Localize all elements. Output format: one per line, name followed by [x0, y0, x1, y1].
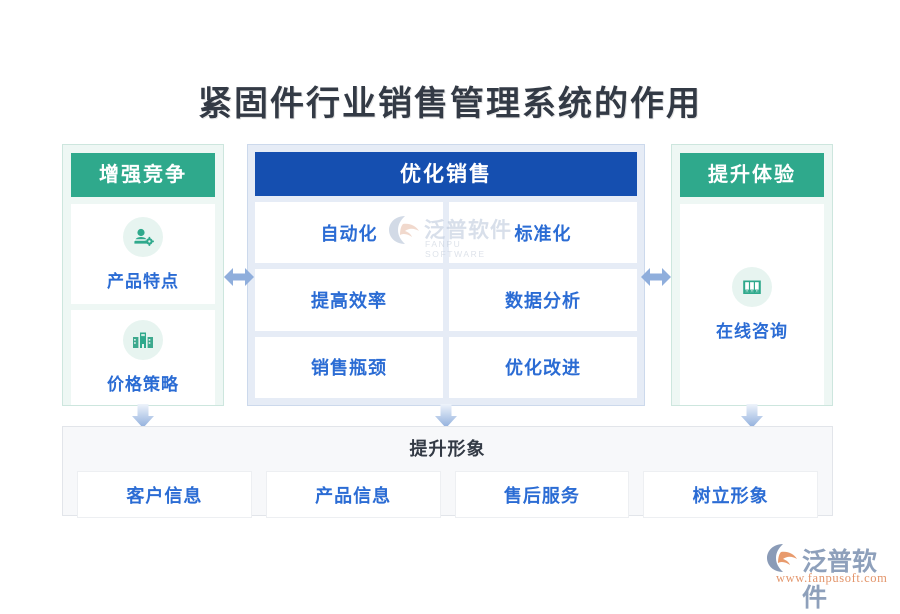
center-cell-sales-bottleneck[interactable]: 销售瓶颈 [255, 336, 443, 398]
fanpu-logo-icon [767, 544, 797, 572]
down-arrow-left [132, 404, 154, 428]
bottom-cell-build-image[interactable]: 树立形象 [643, 471, 818, 518]
bottom-grid: 客户信息 产品信息 售后服务 树立形象 [77, 471, 818, 518]
binders-icon [732, 267, 772, 307]
bottom-cell-customer-info[interactable]: 客户信息 [77, 471, 252, 518]
user-gear-icon [123, 216, 163, 257]
left-cell-label: 产品特点 [107, 271, 179, 291]
brand-logo: 泛普软件 www.fanpusoft.com [762, 542, 892, 612]
center-cell-standardization[interactable]: 标准化 [449, 202, 637, 264]
right-cell-online-consult[interactable]: 在线咨询 [680, 204, 824, 405]
bottom-cell-product-info[interactable]: 产品信息 [265, 471, 441, 518]
center-cell-automation[interactable]: 自动化 [255, 202, 443, 264]
down-arrow-right [741, 404, 763, 428]
brand-url: www.fanpusoft.com [776, 571, 888, 585]
right-cell-label: 在线咨询 [716, 322, 788, 341]
infographic-page: 紧固件行业销售管理系统的作用 增强竞争 产品特点 [62, 86, 892, 612]
down-arrow-center [435, 404, 457, 428]
buildings-icon [123, 320, 163, 360]
center-cell-efficiency[interactable]: 提高效率 [255, 269, 443, 331]
center-cell-optimization[interactable]: 优化改进 [449, 336, 637, 398]
left-cell-product-features[interactable]: 产品特点 [71, 204, 215, 304]
bottom-panel-title: 提升形象 [409, 439, 486, 459]
left-panel-header: 增强竞争 [71, 153, 215, 197]
brand-name: 泛普软件 [802, 548, 878, 612]
right-panel-header: 提升体验 [680, 153, 824, 197]
bottom-cell-after-sales[interactable]: 售后服务 [454, 471, 630, 518]
center-grid: 自动化 标准化 提高效率 数据分析 销售瓶颈 优化改进 [255, 202, 637, 398]
page-title: 紧固件行业销售管理系统的作用 [198, 86, 702, 123]
left-cell-label: 价格策略 [107, 375, 179, 394]
double-headed-arrow-left [224, 264, 254, 290]
center-cell-data-analysis[interactable]: 数据分析 [449, 269, 637, 331]
left-cell-pricing-strategy[interactable]: 价格策略 [71, 310, 215, 405]
center-panel-header: 优化销售 [255, 152, 637, 196]
right-panel: 提升体验 在线咨询 [671, 144, 833, 406]
bottom-panel: 提升形象 客户信息 产品信息 售后服务 树立形象 [62, 426, 833, 518]
center-panel: 优化销售 自动化 标准化 提高效率 数据分析 销售瓶颈 优化改进 [247, 144, 645, 406]
left-panel: 增强竞争 产品特点 [62, 144, 224, 406]
double-headed-arrow-right [641, 264, 671, 290]
